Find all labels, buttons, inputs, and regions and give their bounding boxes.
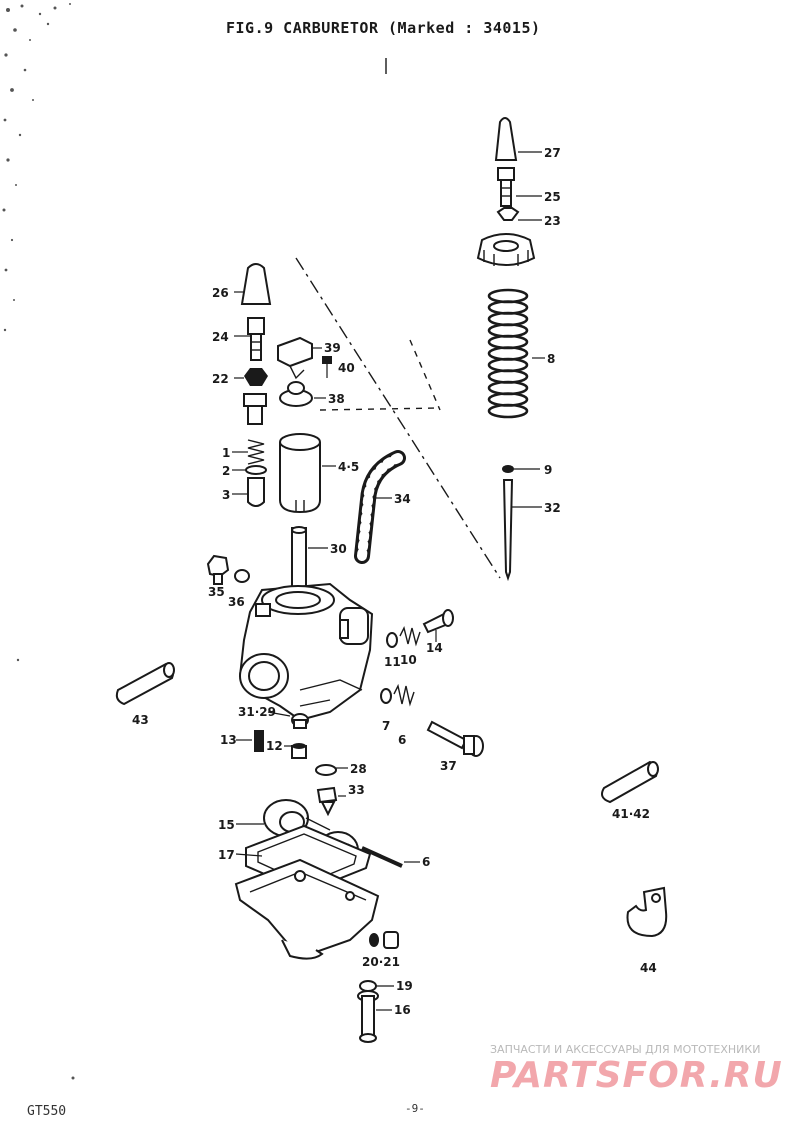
part-11-o-ring [386,632,398,648]
part-3-plunger [247,477,265,507]
carburetor-body [238,582,374,722]
part-20-21-plug [369,931,399,949]
callout-37: 37 [440,759,457,773]
part-4-5-throttle-slide [279,433,321,514]
callout-26: 26 [212,286,229,300]
callout-16: 16 [394,1003,411,1017]
callout-15: 15 [218,818,235,832]
part-31-29-jet [291,713,309,729]
part-35-bolt [206,554,230,585]
callout-6b: 6 [422,855,430,869]
callout-3: 3 [222,488,230,502]
callout-12: 12 [266,739,283,753]
callout-39: 39 [324,341,341,355]
callout-14: 14 [426,641,443,655]
callout-17: 17 [218,848,235,862]
callout-30: 30 [330,542,347,556]
callout-24: 24 [212,330,229,344]
part-39-stop-plate [277,336,313,380]
callout-41-42: 41·42 [612,807,650,821]
callout-2: 2 [222,464,230,478]
callout-1: 1 [222,446,230,460]
watermark-logo: PARTSFOR.RU [490,1055,783,1096]
callout-8: 8 [547,352,555,366]
top-cap [476,233,536,266]
part-36-washer [234,569,250,583]
page-title: FIG.9 CARBURETOR (Marked : 34015) [226,19,541,37]
callout-32: 32 [544,501,561,515]
part-9-clip [502,465,514,473]
callout-22: 22 [212,372,229,386]
spring-coil [487,403,529,419]
part-1-spring [247,439,265,465]
callout-34: 34 [394,492,411,506]
part-7-o-ring [380,688,392,704]
part-41-42-tube [601,760,659,804]
part-16-bolt [357,990,379,1043]
callout-44: 44 [640,961,657,975]
part-37-screw [426,720,484,757]
callout-leaders [232,151,545,1011]
center-line [409,339,441,411]
callout-19: 19 [396,979,413,993]
callout-9: 9 [544,463,552,477]
part-23-nut [496,207,520,221]
callout-40: 40 [338,361,355,375]
part-30-tube [291,526,307,597]
callout-6: 6 [398,733,406,747]
callout-35: 35 [208,585,225,599]
part-27-cap [494,117,518,161]
part-25-adjuster [497,167,515,207]
part-32-needle [502,479,514,582]
part-28-washer [315,764,337,776]
watermark-caption: ЗАПЧАСТИ И АКСЕССУАРЫ ДЛЯ МОТОТЕХНИКИ [490,1043,761,1056]
part-8-spring [487,288,529,419]
callout-labels: 27 25 23 8 26 24 22 39 40 38 1 2 3 4·5 3… [132,146,657,1017]
part-19-washer [359,980,377,992]
callout-11: 11 [384,655,401,669]
part-14-screw [422,609,454,634]
part-12-jet [291,743,307,759]
callout-27: 27 [544,146,561,160]
callout-28: 28 [350,762,367,776]
part-34-hose [354,450,406,564]
part-2-washer [245,465,267,475]
callout-10: 10 [400,653,417,667]
callout-4-5: 4·5 [338,460,359,474]
part-22-nut [244,368,268,386]
part-13-jet [254,730,264,752]
callout-20-21: 20·21 [362,955,400,969]
part-43-tube [115,662,175,706]
page-number: -9- [405,1102,425,1115]
callout-13: 13 [220,733,237,747]
callout-43: 43 [132,713,149,727]
callout-23: 23 [544,214,561,228]
callout-7: 7 [382,719,390,733]
part-33-needle-valve [316,786,338,817]
part-6-pin [361,846,403,868]
part-38-plate [279,381,313,407]
callout-31-29: 31·29 [238,705,276,719]
callout-25: 25 [544,190,561,204]
callout-38: 38 [328,392,345,406]
center-line [295,257,501,579]
float-bowl [234,858,380,960]
model-code: GT550 [27,1104,67,1119]
choke-fitting [243,393,267,425]
callout-36: 36 [228,595,245,609]
part-10-spring [399,625,421,647]
center-line [319,407,441,411]
callout-33: 33 [348,783,365,797]
part-44-clamp [626,886,668,938]
part-40-screw [322,356,332,378]
part-6-spring [393,683,415,707]
part-24-adjuster [247,317,265,361]
part-26-cap [240,263,272,305]
